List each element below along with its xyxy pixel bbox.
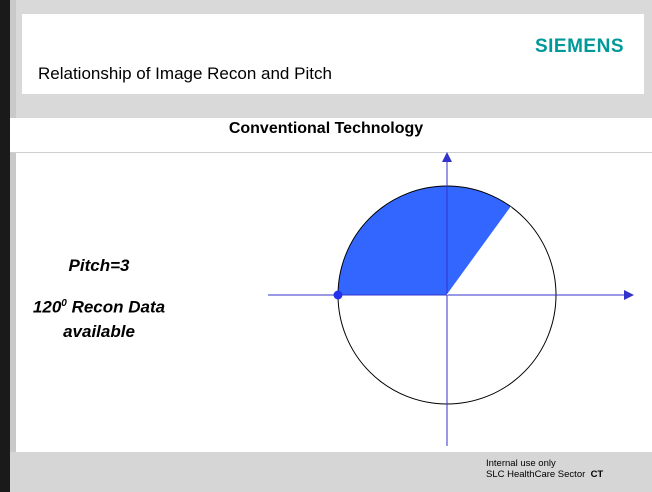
- pitch-text: Pitch=3: [68, 256, 130, 275]
- section-title: Conventional Technology: [228, 120, 424, 137]
- section-header-band: [10, 118, 652, 153]
- footer-sector: SLC HealthCare Sector: [486, 469, 586, 480]
- left-border-light: [10, 0, 16, 492]
- slide-title: Relationship of Image Recon and Pitch: [38, 64, 332, 83]
- left-border-dark: [0, 0, 10, 492]
- footer-ct: CT: [590, 469, 604, 480]
- footer-text: Internal use only SLC HealthCare Sector …: [486, 458, 603, 480]
- siemens-logo: SIEMENS: [534, 36, 624, 57]
- footer-line1: Internal use only: [486, 458, 556, 469]
- recon-available: available: [63, 321, 135, 341]
- recon-label: 1200 Recon Data available: [14, 292, 184, 344]
- recon-superscript: 0: [61, 298, 67, 309]
- footer-band: [10, 452, 652, 492]
- recon-text: Recon Data: [66, 297, 166, 317]
- recon-number: 120: [32, 297, 62, 317]
- title-box: SIEMENS Relationship of Image Recon and …: [22, 14, 644, 94]
- shaded-recon-sector: [338, 185, 512, 295]
- sector-radius-line: [446, 206, 512, 296]
- pitch-label: Pitch=3: [14, 256, 184, 276]
- start-point-dot: [333, 290, 343, 300]
- footer-line2: SLC HealthCare Sector CT: [486, 469, 603, 480]
